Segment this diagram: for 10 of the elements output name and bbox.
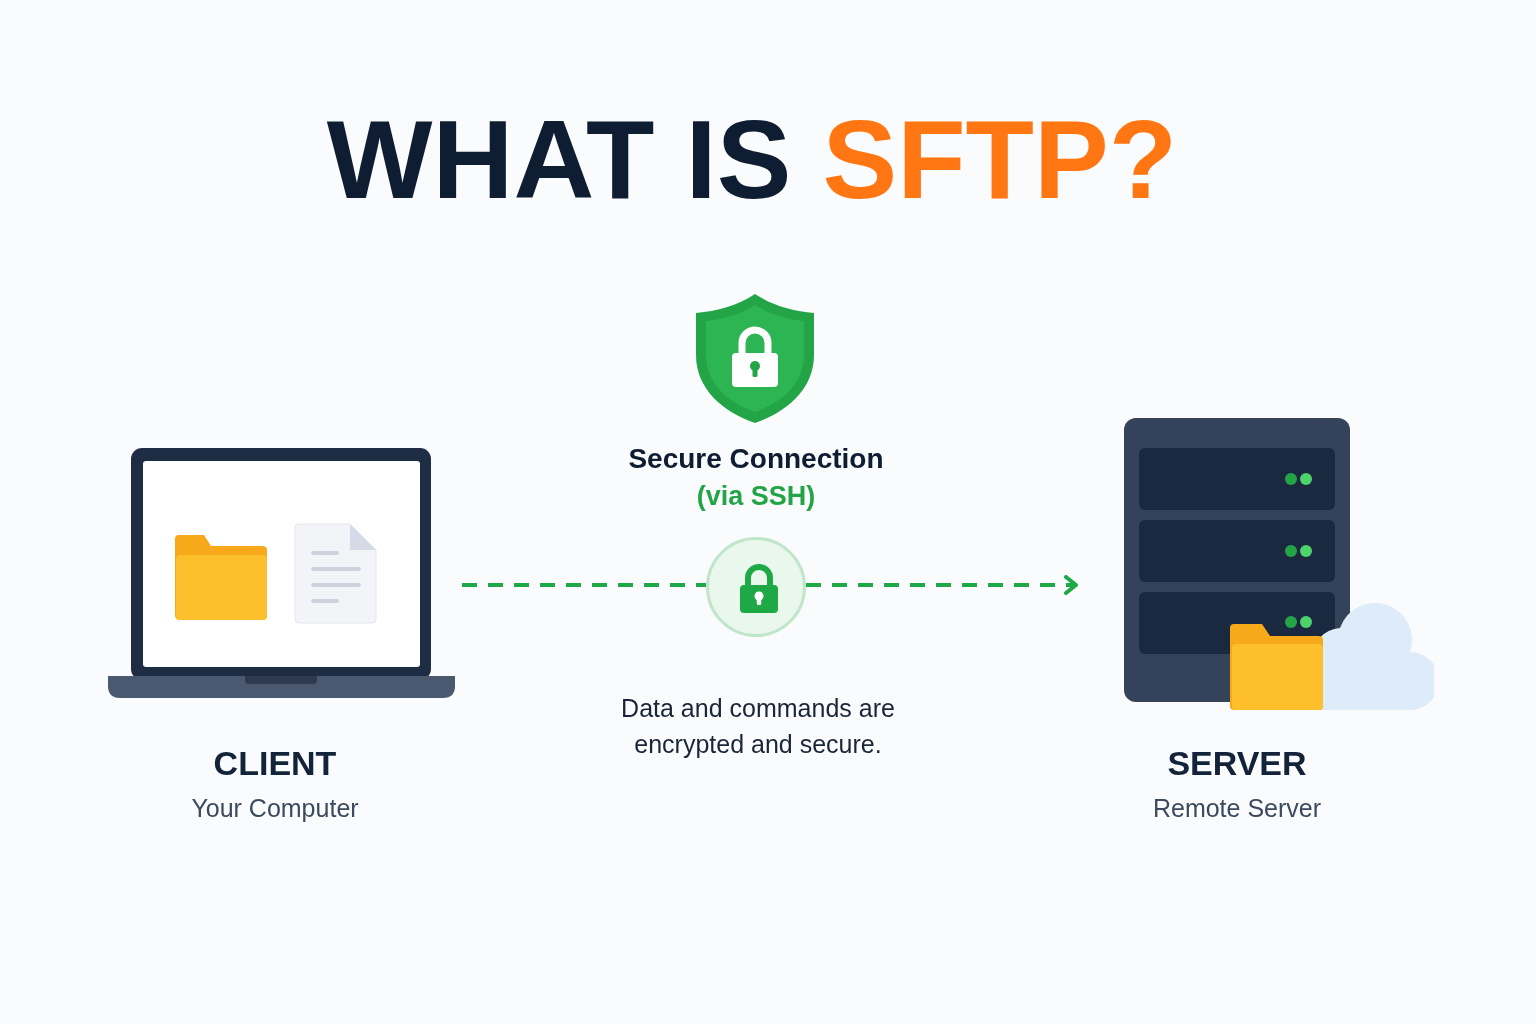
- dashed-arrow: [806, 575, 1078, 595]
- description-text: Data and commands are encrypted and secure.: [620, 693, 896, 760]
- title: WHAT IS SFTP?: [326, 104, 1178, 216]
- connection-heading: Secure Connection: [628, 443, 884, 475]
- node-title: CLIENT: [213, 745, 337, 783]
- connection-subheading: (via SSH): [696, 481, 816, 512]
- node-title: SERVER: [1167, 745, 1307, 783]
- node-subtitle: Your Computer: [191, 795, 359, 823]
- dashed-line: [462, 583, 706, 587]
- node-subtitle: Remote Server: [1152, 795, 1322, 823]
